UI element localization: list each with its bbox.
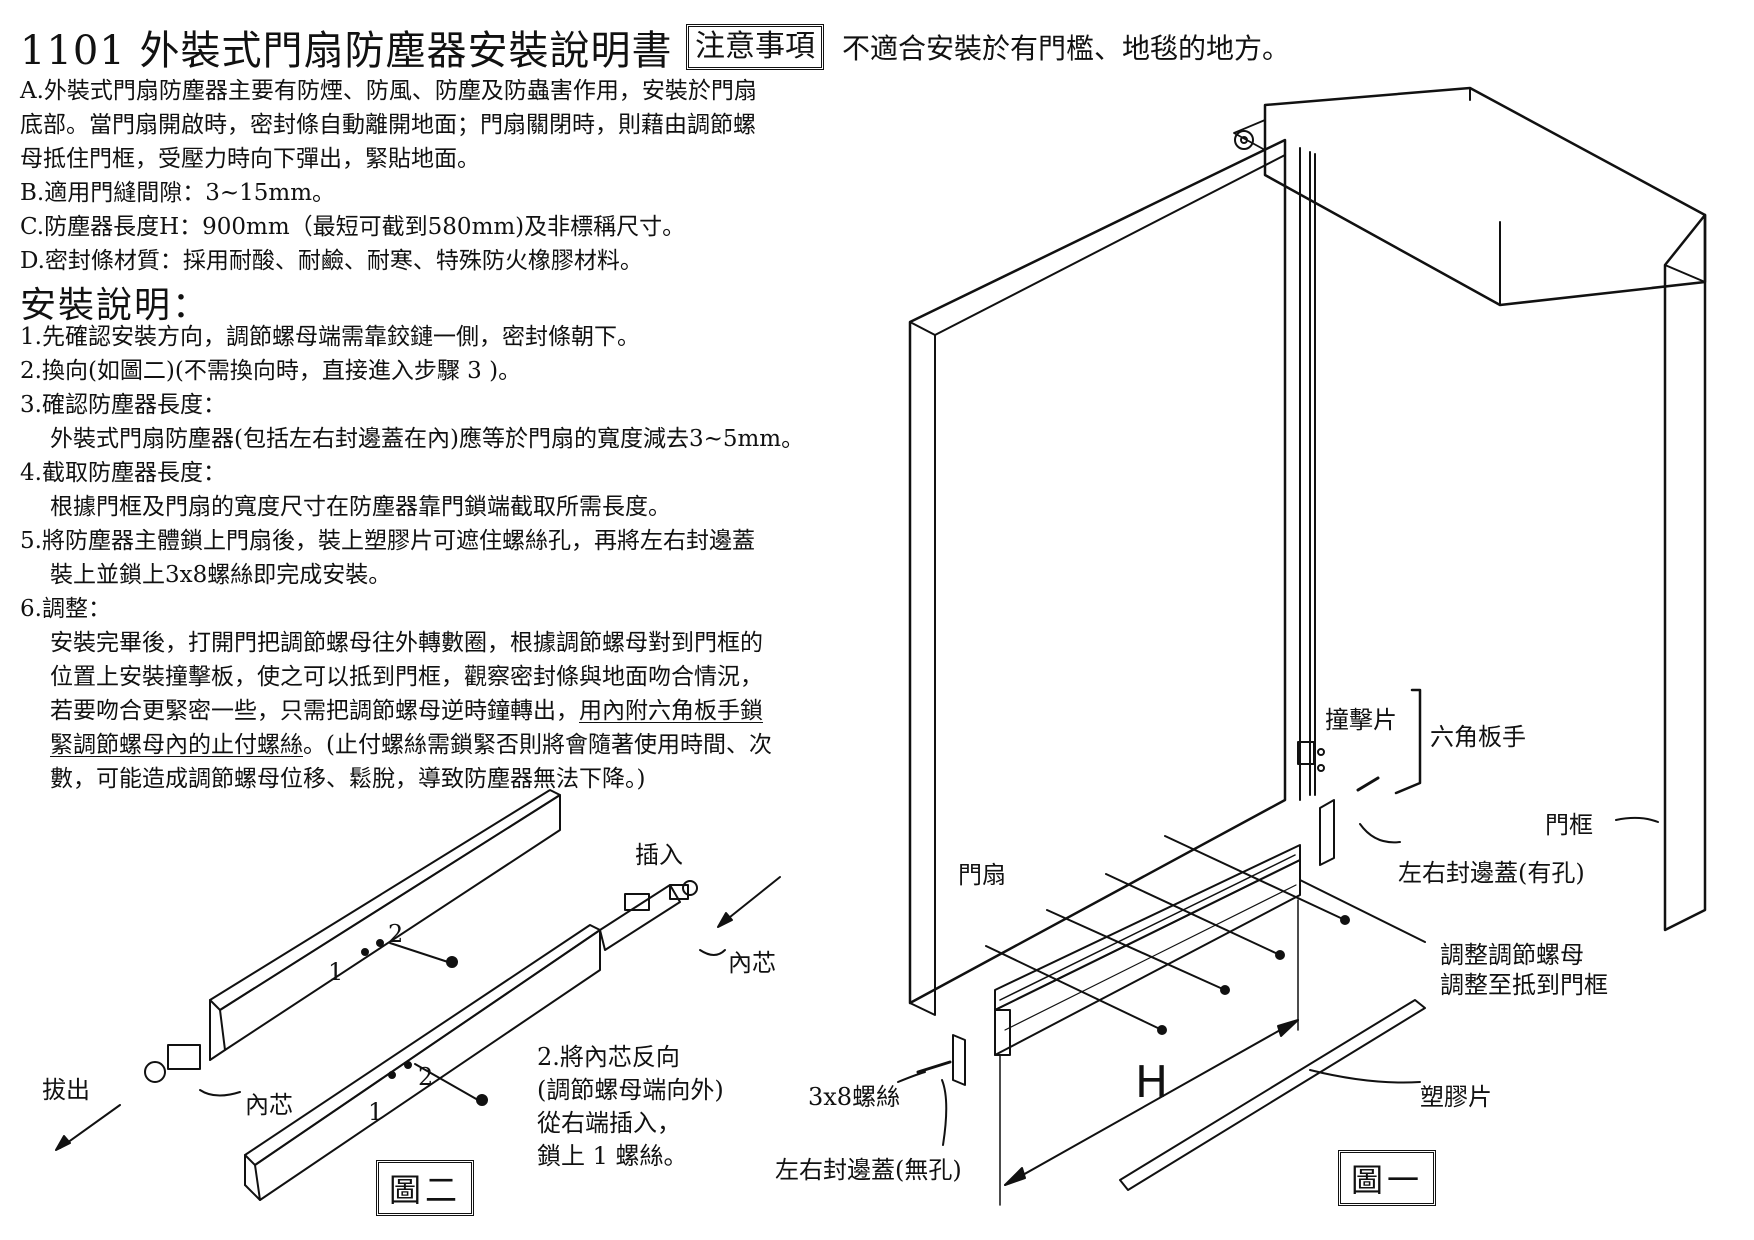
label-end-cap-with-hole: 左右封邊蓋(有孔): [1398, 859, 1585, 887]
figure2-note-line3: 從右端插入，: [537, 1109, 681, 1137]
step-3-detail: 外裝式門扇防塵器(包括左右封邊蓋在內)應等於門扇的寬度減去3~5mm。: [50, 426, 805, 452]
label-hex-wrench: 六角板手: [1430, 723, 1526, 751]
figure2-note-line1: 2.將內芯反向: [537, 1043, 680, 1071]
intro-line-a2: 底部。當門扇開啟時，密封條自動離開地面；門扇關閉時，則藉由調節螺: [20, 112, 756, 138]
document-title: 1101 外裝式門扇防塵器安裝說明書: [20, 28, 673, 74]
step-5-detail: 裝上並鎖上3x8螺絲即完成安裝。: [50, 562, 392, 588]
intro-line-a1: A.外裝式門扇防塵器主要有防煙、防風、防塵及防蟲害作用，安裝於門扇: [20, 78, 757, 104]
step-6-line3-text: 若要吻合更緊密一些，只需把調節螺母逆時鐘轉出，: [50, 698, 579, 724]
step-6-line3-underlined: 用內附六角板手鎖: [579, 698, 763, 724]
door-leaf-drawing: [910, 140, 1285, 1015]
label-screw: 3x8螺絲: [808, 1083, 901, 1111]
label-dimension-h: H: [1135, 1057, 1169, 1108]
door-bottom-seal-drawing: [898, 690, 1658, 1205]
notice-label: 注意事項: [686, 24, 824, 70]
intro-line-d: D.密封條材質：採用耐酸、耐鹼、耐寒、特殊防火橡膠材料。: [20, 248, 643, 274]
label-end-cap-no-hole: 左右封邊蓋(無孔): [775, 1156, 962, 1184]
figure2-bottom-rail-drawing: [245, 881, 697, 1200]
step-6-line1: 安裝完畢後，打開門把調節螺母往外轉數圈，根據調節螺母對到門框的: [50, 630, 763, 656]
label-screw-2-top: 2: [388, 920, 404, 948]
figure2-arrows: [56, 877, 780, 1150]
step-3: 3.確認防塵器長度：: [20, 392, 226, 418]
notice-text: 不適合安裝於有門檻、地毯的地方。: [842, 32, 1291, 65]
label-adjust-nut-line2: 調整至抵到門框: [1440, 971, 1608, 999]
step-1: 1.先確認安裝方向，調節螺母端需靠鉸鏈一側，密封條朝下。: [20, 324, 640, 350]
intro-line-a3: 母抵住門框，受壓力時向下彈出，緊貼地面。: [20, 146, 480, 172]
step-4-detail: 根據門框及門扇的寬度尺寸在防塵器靠門鎖端截取所需長度。: [50, 494, 671, 520]
figure2-note-line2: (調節螺母端向外): [537, 1076, 724, 1104]
step-2: 2.換向(如圖二)(不需換向時，直接進入步驟 3 )。: [20, 358, 522, 384]
step-5: 5.將防塵器主體鎖上門扇後，裝上塑膠片可遮住螺絲孔，再將左右封邊蓋: [20, 528, 755, 554]
label-screw-1-top: 1: [328, 958, 344, 986]
label-screw-1-bottom: 1: [368, 1098, 384, 1126]
figure2-caption: 圖二: [376, 1160, 475, 1216]
label-pull-out: 拔出: [42, 1076, 90, 1104]
step-6-line5: 數，可能造成調節螺母位移、鬆脫，導致防塵器無法下降。): [50, 766, 646, 792]
label-door-frame: 門框: [1545, 811, 1593, 839]
install-heading: 安裝說明：: [20, 285, 211, 326]
intro-line-b: B.適用門縫間隙：3~15mm。: [20, 180, 336, 206]
step-6-line4-text: 。(止付螺絲需鎖緊否則將會隨著使用時間、次: [303, 732, 772, 758]
label-adjust-nut-line1: 調整調節螺母: [1440, 941, 1584, 969]
label-plastic-strip: 塑膠片: [1420, 1083, 1492, 1111]
label-core-top: 內芯: [728, 949, 776, 977]
step-4: 4.截取防塵器長度：: [20, 460, 226, 486]
label-strike-plate: 撞擊片: [1325, 706, 1397, 734]
figure2-note-line4: 鎖上 1 螺絲。: [537, 1142, 688, 1170]
intro-line-c: C.防塵器長度H：900mm（最短可截到580mm)及非標稱尺寸。: [20, 214, 686, 240]
figure1-caption: 圖一: [1338, 1150, 1437, 1206]
label-door-leaf: 門扇: [958, 861, 1006, 889]
label-core-bottom: 內芯: [245, 1091, 293, 1119]
label-insert: 插入: [635, 841, 683, 869]
figure2-top-rail-drawing: [145, 790, 560, 1082]
door-frame-drawing: [1234, 88, 1705, 930]
step-6-line4-underlined: 緊調節螺母內的止付螺絲: [50, 732, 303, 758]
step-6-line4: 緊調節螺母內的止付螺絲。(止付螺絲需鎖緊否則將會隨著使用時間、次: [50, 728, 772, 762]
step-6-line3: 若要吻合更緊密一些，只需把調節螺母逆時鐘轉出，用內附六角板手鎖: [50, 694, 763, 728]
label-screw-2-bottom: 2: [418, 1063, 434, 1091]
step-6-line2: 位置上安裝撞擊板，使之可以抵到門框，觀察密封條與地面吻合情況，: [50, 664, 763, 690]
step-6: 6.調整：: [20, 596, 111, 622]
